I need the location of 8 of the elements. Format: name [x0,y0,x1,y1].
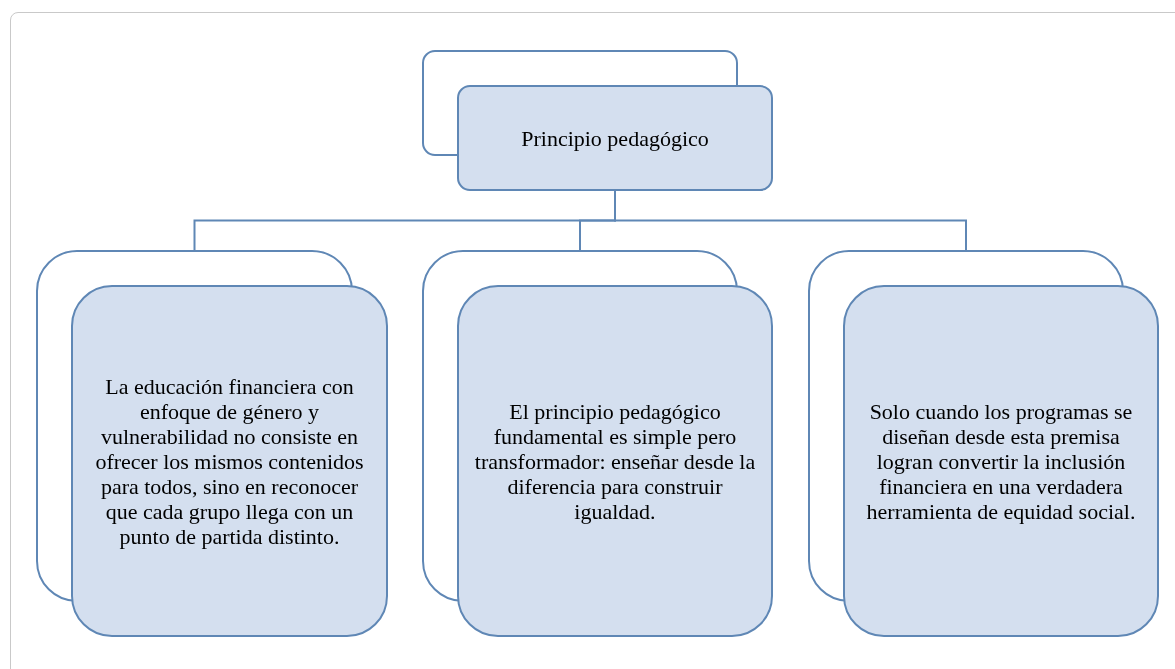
content-card [36,250,388,637]
content-card [422,250,773,637]
card-text: La educación financiera con enfoque de género y vulnerabilidad no consiste en ofrecer los mismos contenidos para todos, sino en reconocer que cada grupo llega con un punto de partida distinto. [94,373,365,549]
card-text: El principio pedagógico fundamental es simple pero transformador: enseñar desde la diferencia para construir igualdad. [473,398,757,524]
content-card [808,250,1159,637]
title-text: Principio pedagógico [521,125,709,151]
title-box [422,50,773,191]
card-text: Solo cuando los programas se diseñan desde esta premisa logran convertir la inclusión financiera en una verdadera herramienta de equidad social. [865,398,1137,524]
